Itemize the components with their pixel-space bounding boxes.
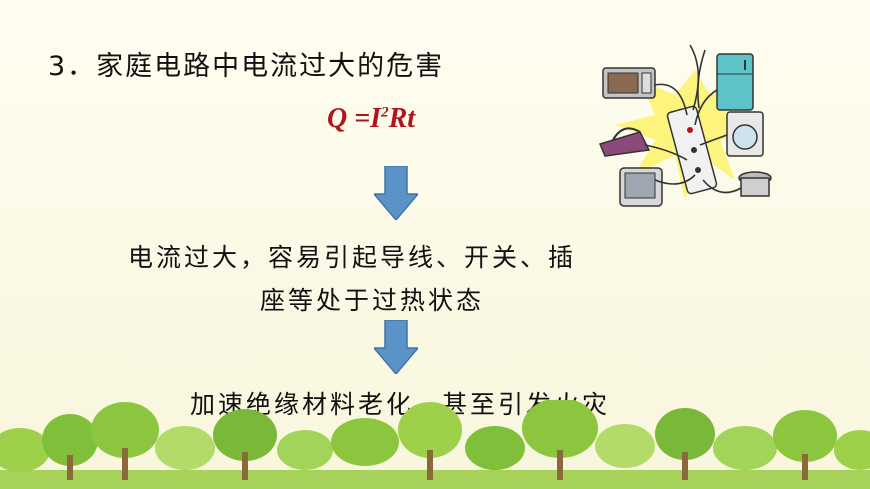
- tree-canopies: [0, 400, 870, 472]
- consequence-line-1: 电流过大，容易引起导线、开关、插: [128, 243, 577, 272]
- formula-exponent: 2: [381, 104, 389, 121]
- washing-machine-icon: [726, 111, 764, 157]
- iron-icon: [598, 127, 651, 157]
- down-arrow-2: [374, 320, 418, 374]
- power-strip-icon: [666, 105, 718, 195]
- tree-border-decoration: [0, 400, 870, 489]
- down-arrow-1: [374, 166, 418, 220]
- formula-right: Rt: [388, 103, 416, 134]
- slide-heading: 3．家庭电路中电流过大的危害: [48, 51, 445, 82]
- tv-icon: [619, 167, 663, 207]
- tangled-cords: [644, 44, 742, 194]
- tree-trunks: [67, 448, 808, 480]
- fridge-icon: [716, 53, 754, 111]
- formula-left: Q =I: [327, 103, 382, 134]
- joule-formula: Q =I2Rt: [327, 103, 415, 135]
- overloaded-socket-illustration: [598, 44, 772, 207]
- consequence-line-2: 座等处于过热状态: [260, 286, 485, 315]
- pot-icon: [738, 171, 772, 197]
- microwave-icon: [602, 67, 656, 99]
